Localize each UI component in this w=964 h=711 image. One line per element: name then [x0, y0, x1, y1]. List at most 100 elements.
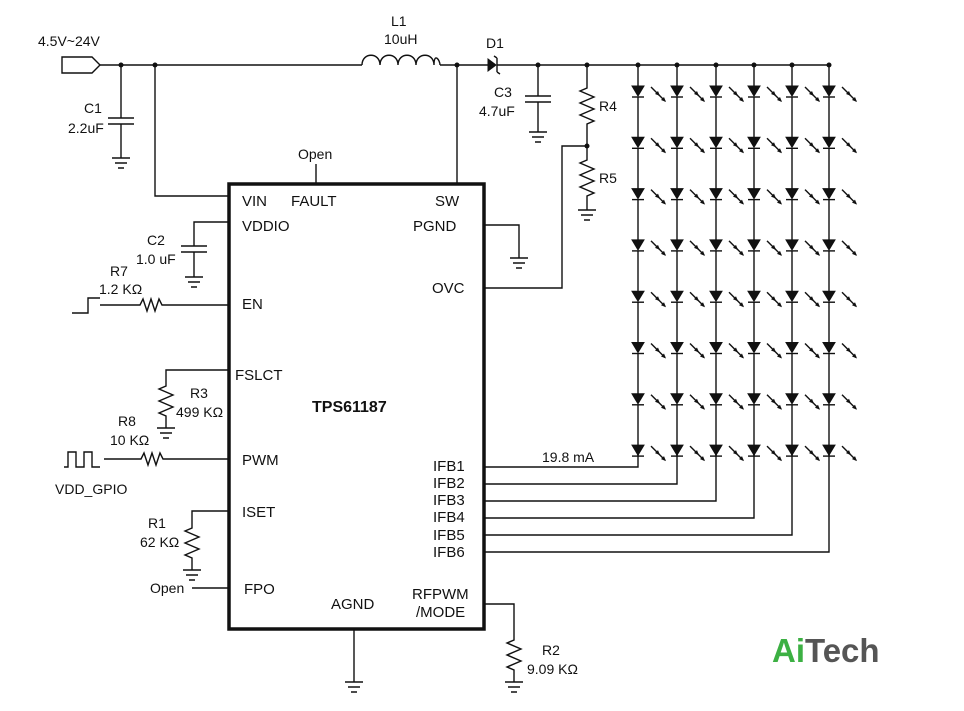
led	[631, 188, 666, 205]
led	[709, 290, 744, 308]
pin-vddio: VDDIO	[242, 218, 290, 235]
led	[709, 393, 744, 410]
c1-value: 2.2uF	[68, 120, 104, 136]
pin-pwm: PWM	[242, 452, 279, 469]
r8-ref: R8	[118, 413, 136, 429]
led	[631, 444, 666, 462]
led	[631, 393, 666, 410]
r2-value: 9.09 KΩ	[527, 661, 578, 677]
led	[785, 239, 820, 256]
pin-fslct: FSLCT	[235, 367, 283, 384]
c2-ref: C2	[147, 232, 165, 248]
led	[747, 444, 782, 462]
led	[822, 444, 857, 462]
input-voltage-label: 4.5V~24V	[38, 33, 101, 49]
pin-fpo: FPO	[244, 581, 275, 598]
r2-ref: R2	[542, 642, 560, 658]
r3-ref: R3	[190, 385, 208, 401]
led	[785, 444, 820, 462]
logo-part-tech: Tech	[805, 632, 880, 669]
input-connector	[61, 56, 101, 74]
led	[822, 290, 857, 308]
r5-ref: R5	[599, 170, 617, 186]
led	[670, 290, 705, 308]
current-label: 19.8 mA	[542, 449, 595, 465]
led	[785, 342, 820, 359]
led	[670, 444, 705, 462]
led	[670, 85, 705, 102]
led	[709, 85, 744, 102]
led	[747, 342, 782, 359]
pin-agnd: AGND	[331, 596, 375, 613]
logo-part-ai: Ai	[772, 632, 805, 669]
led	[747, 239, 782, 256]
led	[822, 342, 857, 359]
led	[822, 239, 857, 256]
r3-value: 499 KΩ	[176, 404, 223, 420]
led	[785, 393, 820, 410]
led	[747, 136, 782, 154]
led	[709, 239, 744, 256]
r1-ref: R1	[148, 515, 166, 531]
c2-value: 1.0 uF	[136, 251, 176, 267]
pin-pgnd: PGND	[413, 218, 457, 235]
led	[822, 136, 857, 154]
pin-ifb1: IFB1	[433, 458, 465, 475]
r8-value: 10 KΩ	[110, 432, 149, 448]
pin-sw: SW	[435, 193, 460, 210]
led	[822, 393, 857, 410]
led	[670, 136, 705, 154]
pin-rfpwm: RFPWM	[412, 586, 469, 603]
fpo-open-label: Open	[150, 580, 184, 596]
c3-value: 4.7uF	[479, 103, 515, 119]
led	[670, 342, 705, 359]
led	[747, 85, 782, 102]
led	[670, 188, 705, 205]
pin-ifb4: IFB4	[433, 509, 465, 526]
led	[709, 444, 744, 462]
led	[747, 290, 782, 308]
led	[785, 136, 820, 154]
l1-inductor	[361, 54, 441, 66]
led	[822, 85, 857, 102]
c3-ref: C3	[494, 84, 512, 100]
l1-ref: L1	[391, 13, 407, 29]
fault-open-label: Open	[298, 146, 332, 162]
led	[670, 239, 705, 256]
pin-iset: ISET	[242, 504, 275, 521]
led-matrix	[631, 62, 857, 462]
pin-mode: /MODE	[416, 604, 465, 621]
led	[785, 188, 820, 205]
r7-ref: R7	[110, 263, 128, 279]
chip-name: TPS61187	[312, 399, 387, 416]
l1-value: 10uH	[384, 31, 417, 47]
r1-value: 62 KΩ	[140, 534, 179, 550]
led	[631, 290, 666, 308]
c1-ref: C1	[84, 100, 102, 116]
pin-ifb3: IFB3	[433, 492, 465, 509]
aitech-logo: AiTech	[772, 632, 880, 670]
led	[822, 188, 857, 205]
pin-vin: VIN	[242, 193, 267, 210]
led	[631, 85, 666, 102]
led	[785, 85, 820, 102]
led	[747, 393, 782, 410]
pin-fault: FAULT	[291, 193, 337, 210]
led	[709, 342, 744, 359]
d1-ref: D1	[486, 35, 504, 51]
pin-ifb5: IFB5	[433, 527, 465, 544]
pin-ovc: OVC	[432, 280, 465, 297]
pin-en: EN	[242, 296, 263, 313]
led	[631, 342, 666, 359]
tps61187-chip	[227, 182, 486, 631]
led	[631, 239, 666, 256]
led	[631, 136, 666, 154]
led	[709, 188, 744, 205]
led	[670, 393, 705, 410]
led	[709, 136, 744, 154]
led	[747, 188, 782, 205]
pin-ifb2: IFB2	[433, 475, 465, 492]
pin-ifb6: IFB6	[433, 544, 465, 561]
led	[785, 290, 820, 308]
gpio-label: VDD_GPIO	[55, 481, 127, 497]
